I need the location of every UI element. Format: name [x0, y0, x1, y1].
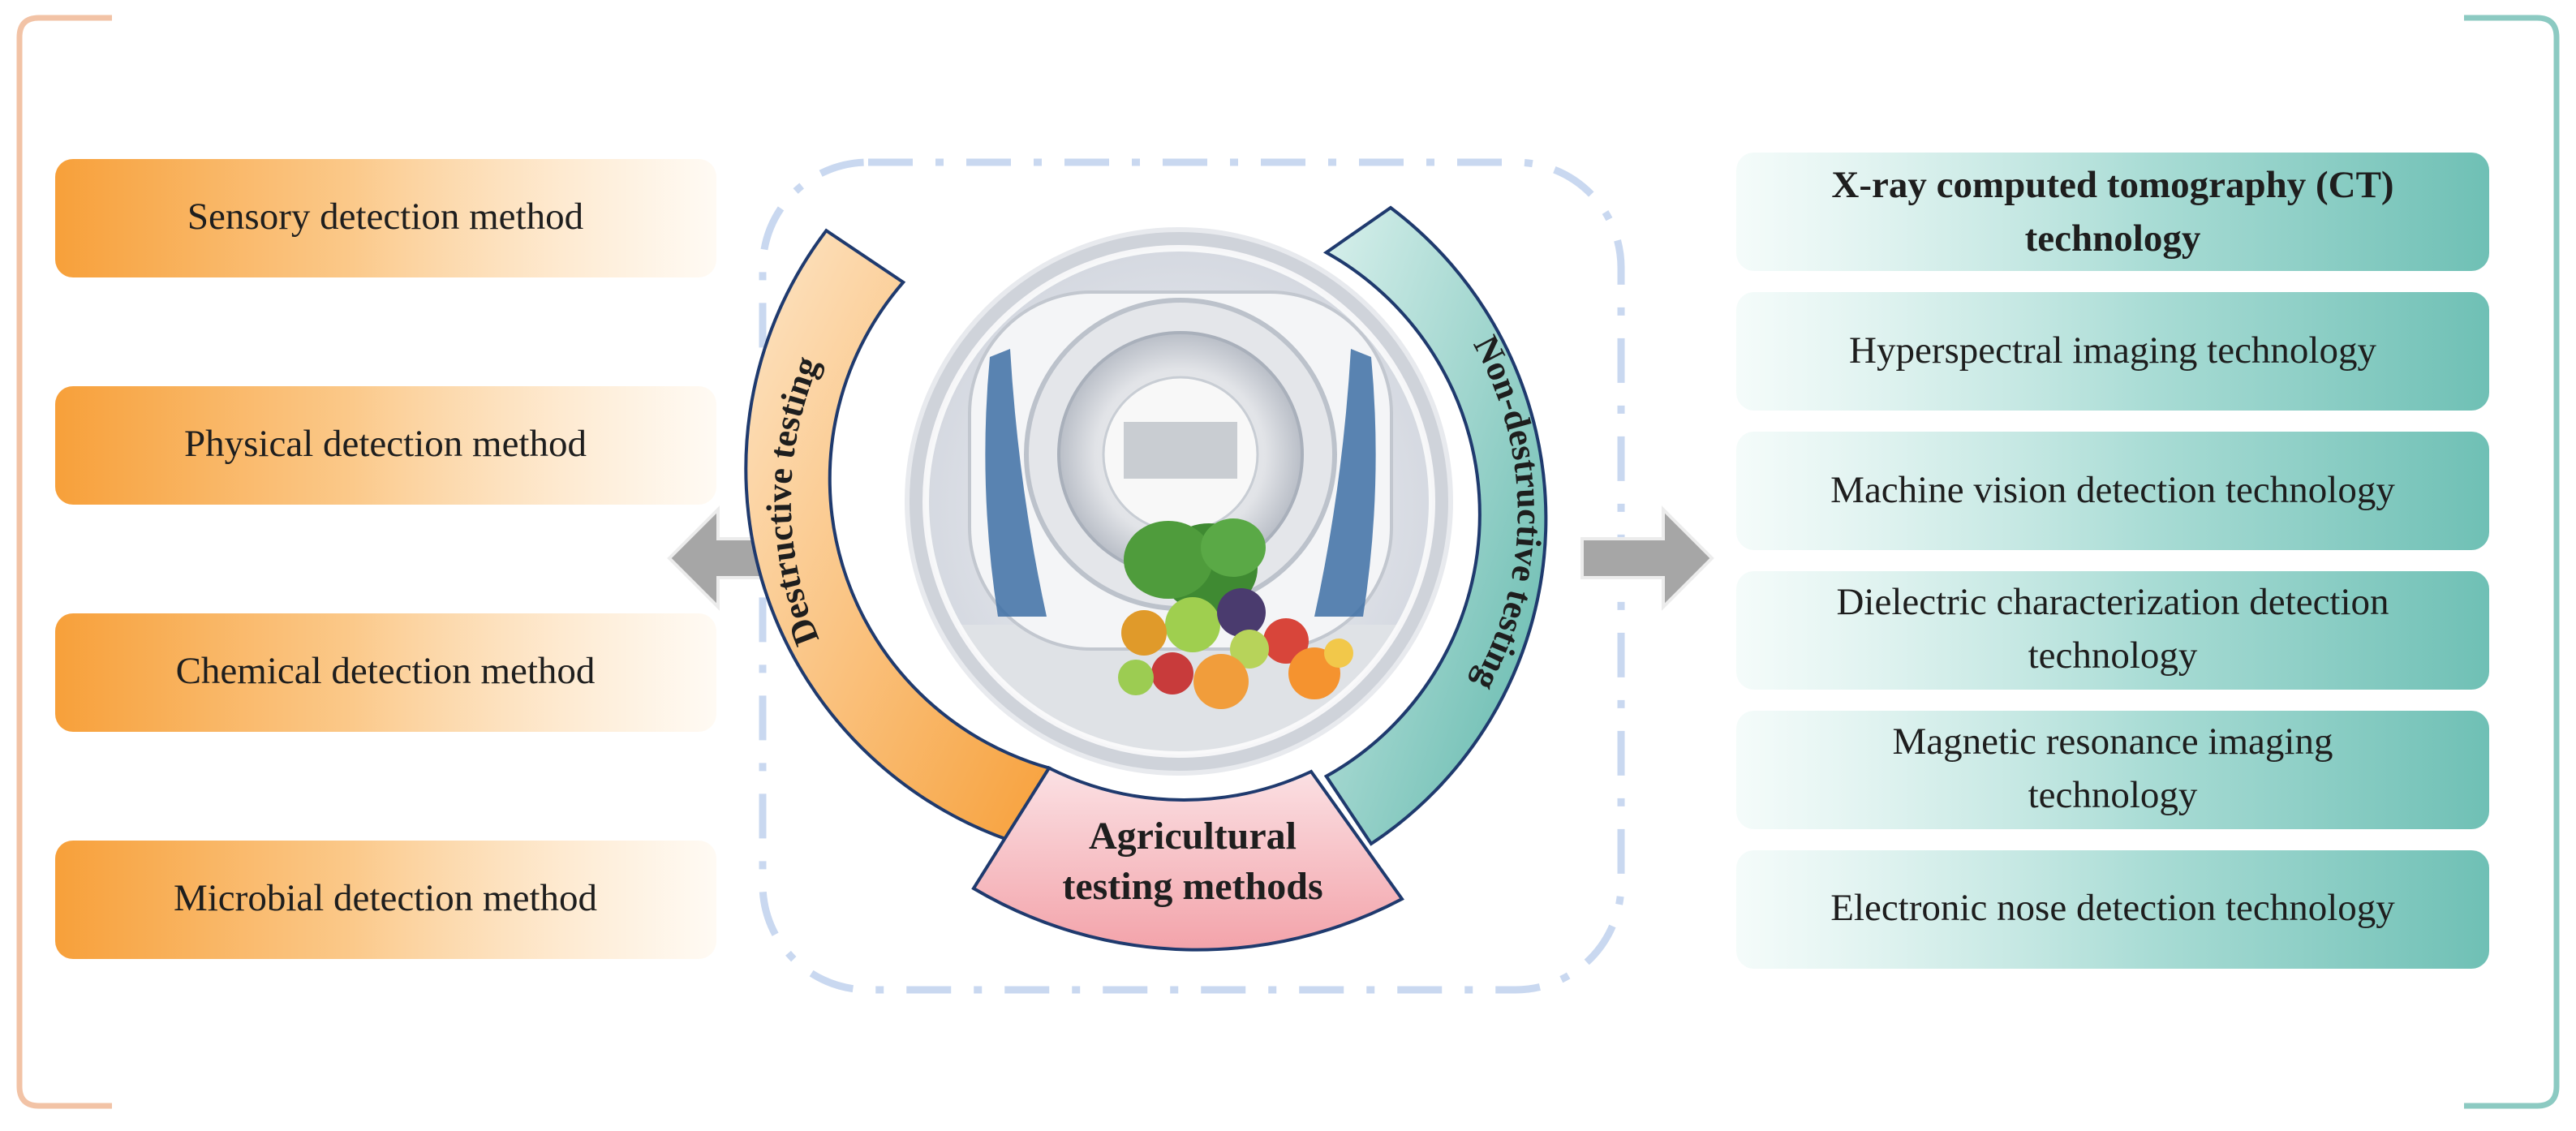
non-destructive-method-label: Dielectric characterization detection	[1836, 581, 2389, 623]
destructive-method-list: Sensory detection method Physical detect…	[55, 159, 716, 959]
outer-frame	[16, 15, 2560, 1109]
destructive-method-label: Chemical detection method	[176, 650, 596, 692]
non-destructive-method-box	[1736, 292, 2489, 411]
center-title-line1: Agricultural	[1089, 815, 1297, 858]
non-destructive-method-box	[1736, 850, 2489, 969]
center-title-line2: testing methods	[1062, 865, 1322, 908]
center-ring	[744, 205, 1548, 952]
non-destructive-method-label: X-ray computed tomography (CT)	[1831, 164, 2393, 206]
destructive-method-box	[55, 386, 716, 505]
non-destructive-method-label: Magnetic resonance imaging	[1893, 720, 2333, 763]
non-destructive-arc-segment	[1322, 205, 1548, 846]
right-arrow-icon	[1580, 505, 1714, 611]
non-destructive-method-box	[1736, 432, 2489, 550]
destructive-method-box	[55, 613, 716, 732]
non-destructive-method-label-line2: technology	[2028, 774, 2198, 816]
non-destructive-method-box	[1736, 571, 2489, 690]
ct-scanner-with-fruits-and-vegetables	[905, 227, 1453, 776]
destructive-method-box	[55, 159, 716, 277]
destructive-method-label: Sensory detection method	[187, 196, 583, 238]
non-destructive-method-list: X-ray computed tomography (CT) technolog…	[1736, 153, 2489, 969]
non-destructive-method-label: Hyperspectral imaging technology	[1849, 329, 2376, 372]
destructive-method-label: Microbial detection method	[174, 877, 597, 919]
agricultural-testing-segment	[971, 765, 1404, 952]
non-destructive-method-box	[1736, 153, 2489, 271]
non-destructive-method-box	[1736, 711, 2489, 829]
destructive-method-label: Physical detection method	[184, 423, 587, 465]
destructive-method-box	[55, 841, 716, 959]
non-destructive-method-label-line2: technology	[2028, 634, 2198, 677]
non-destructive-method-label-line2: technology	[2025, 217, 2201, 260]
destructive-arc-segment	[744, 228, 1051, 847]
non-destructive-method-label: Electronic nose detection technology	[1830, 887, 2395, 929]
non-destructive-method-label: Machine vision detection technology	[1830, 469, 2395, 511]
